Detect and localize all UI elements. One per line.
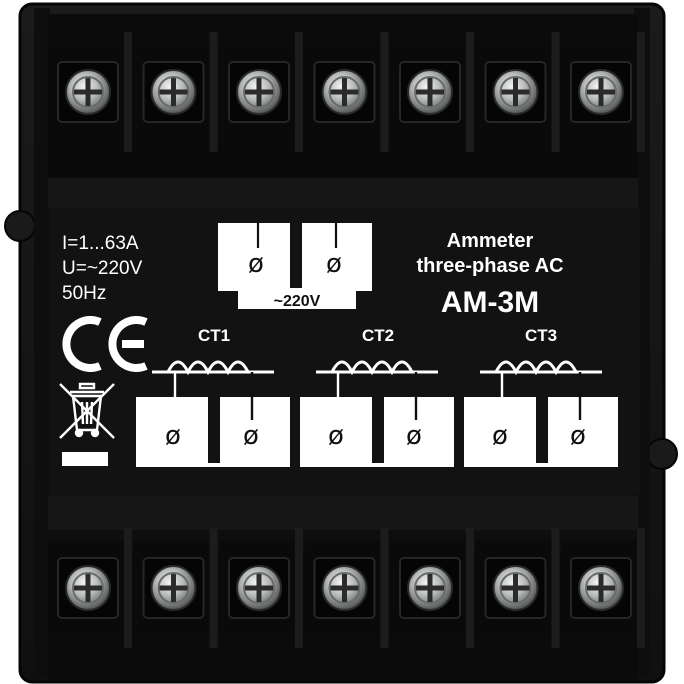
mount-lug-right xyxy=(646,438,678,470)
screw-icon xyxy=(321,565,368,611)
top-terminal-1 xyxy=(48,32,132,152)
bottom-terminal-7 xyxy=(561,528,645,648)
weee-bin-icon xyxy=(59,382,115,439)
supply-terminal-n-glyph: ø xyxy=(326,249,342,279)
screw-icon xyxy=(65,69,111,115)
weee-bar xyxy=(62,452,108,466)
screw-icon xyxy=(321,69,368,115)
spec-voltage: U=~220V xyxy=(62,258,143,279)
top-terminal-strip xyxy=(48,14,645,208)
screw-icon xyxy=(407,69,453,115)
model-number: AM-3M xyxy=(441,286,539,319)
screw-icon xyxy=(236,565,282,611)
ct-group-2: ø ø xyxy=(300,360,454,467)
bottom-terminal-2 xyxy=(133,528,218,648)
ct1-label: CT1 xyxy=(198,326,230,345)
ct-group-1: ø ø xyxy=(136,360,290,467)
screw-icon xyxy=(492,565,539,611)
supply-terminal-l-glyph: ø xyxy=(248,249,264,279)
screw-icon xyxy=(578,69,624,115)
screw-icon xyxy=(492,69,539,115)
ct-group-3: ø ø xyxy=(464,360,618,467)
ct2-label: CT2 xyxy=(362,326,394,345)
bottom-terminal-4 xyxy=(304,528,389,648)
spec-frequency: 50Hz xyxy=(62,283,106,304)
ct2-terminal-b-glyph: ø xyxy=(406,421,422,451)
ce-mark-icon xyxy=(62,316,148,372)
top-terminal-7 xyxy=(561,32,645,152)
spec-current: I=1...63A xyxy=(62,233,139,254)
ct1-terminal-a-glyph: ø xyxy=(165,421,181,451)
top-terminal-4 xyxy=(304,32,389,152)
ct1-terminal-b-glyph: ø xyxy=(243,421,259,451)
top-terminal-3 xyxy=(219,32,303,152)
bottom-terminal-6 xyxy=(475,528,560,648)
device-type-line2: three-phase AC xyxy=(416,255,563,277)
device-type-line1: Ammeter xyxy=(447,230,534,252)
screw-icon xyxy=(578,565,624,611)
screw-icon xyxy=(65,565,111,611)
screw-icon xyxy=(407,565,453,611)
top-terminal-6 xyxy=(475,32,560,152)
mount-lug-left xyxy=(4,210,36,242)
ct3-terminal-a-glyph: ø xyxy=(492,421,508,451)
top-terminal-2 xyxy=(133,32,218,152)
supply-terminals: ø ø ~220V xyxy=(218,223,372,310)
screw-icon xyxy=(236,69,282,115)
ct3-terminal-b-glyph: ø xyxy=(570,421,586,451)
ct3-label: CT3 xyxy=(525,326,557,345)
supply-voltage-label: ~220V xyxy=(274,293,321,310)
screw-icon xyxy=(150,69,197,115)
bottom-terminal-3 xyxy=(219,528,303,648)
bottom-terminal-5 xyxy=(390,528,474,648)
screw-icon xyxy=(150,565,197,611)
top-terminal-5 xyxy=(390,32,474,152)
ct2-terminal-a-glyph: ø xyxy=(328,421,344,451)
bottom-terminal-1 xyxy=(48,528,132,648)
bottom-terminal-strip xyxy=(48,496,645,680)
